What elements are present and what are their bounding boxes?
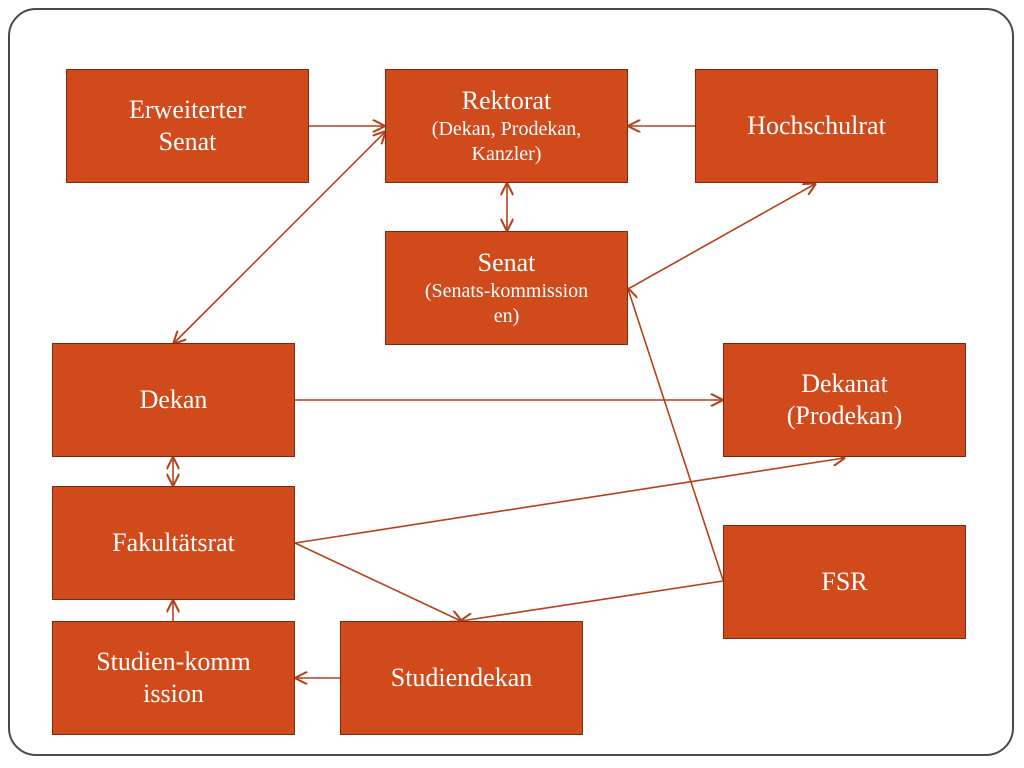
node-title: Rektorat: [461, 85, 552, 115]
node-subtitle: (Senats-kommissionen): [424, 280, 589, 328]
node-studienkommission: Studien-kommission: [52, 621, 295, 735]
node-subtitle: (Prodekan): [786, 401, 903, 430]
node-dekanat: Dekanat (Prodekan): [723, 343, 966, 457]
node-fsr: FSR: [723, 525, 966, 639]
node-subtitle: (Dekan, Prodekan, Kanzler): [431, 118, 582, 166]
node-title: Erweiterter Senat: [129, 94, 246, 157]
node-rektorat: Rektorat (Dekan, Prodekan, Kanzler): [385, 69, 628, 183]
node-title: FSR: [821, 566, 868, 596]
node-title: Fakultätsrat: [112, 527, 235, 557]
node-senat: Senat (Senats-kommissionen): [385, 231, 628, 345]
node-title: Dekanat: [801, 368, 888, 398]
node-dekan: Dekan: [52, 343, 295, 457]
node-title: Hochschulrat: [747, 110, 886, 140]
node-erweiterter-senat: Erweiterter Senat: [66, 69, 309, 183]
node-title: Studien-kommission: [96, 646, 251, 709]
node-hochschulrat: Hochschulrat: [695, 69, 938, 183]
node-title: Studiendekan: [390, 662, 533, 692]
node-fakultaetsrat: Fakultätsrat: [52, 486, 295, 600]
node-studiendekan: Studiendekan: [340, 621, 583, 735]
node-title: Senat: [477, 247, 536, 277]
node-title: Dekan: [139, 384, 208, 414]
